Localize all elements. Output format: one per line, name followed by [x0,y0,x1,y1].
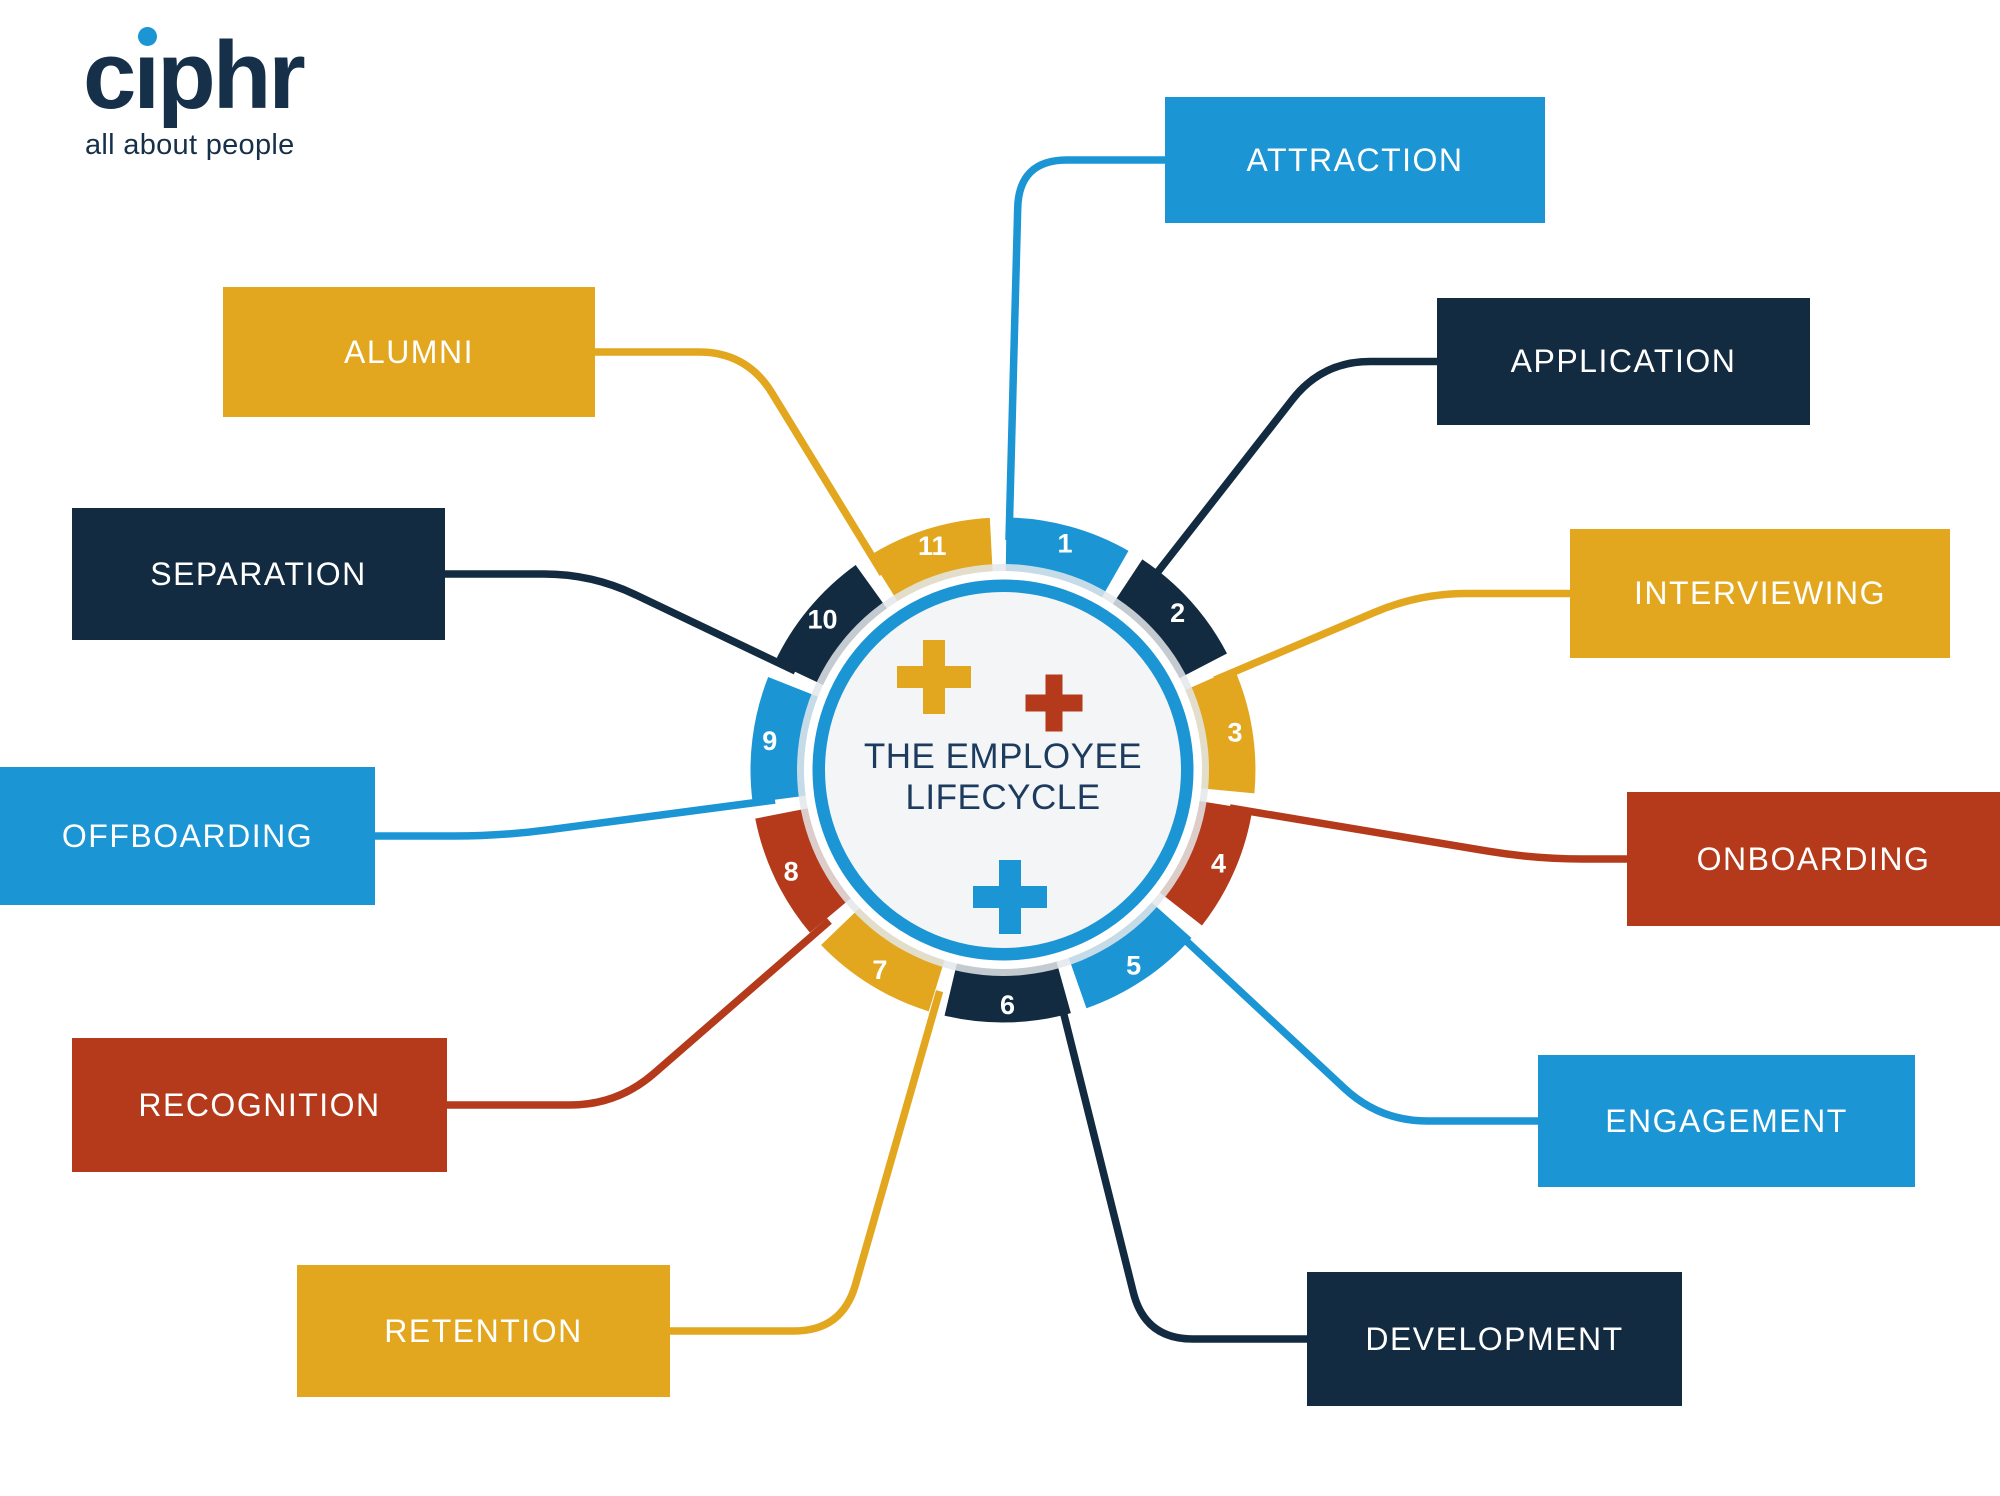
connector-line [1168,924,1538,1125]
connector-line [1005,156,1165,541]
ring-segment [1005,517,1129,601]
ring-segment [1110,559,1227,681]
segment-number: 9 [762,726,777,756]
connector-line [595,348,886,576]
stage-label: ONBOARDING [1696,840,1931,877]
stage-box-application: APPLICATION [1437,298,1810,425]
segment-number: 4 [1211,849,1226,879]
segment-number: 6 [1000,990,1015,1020]
ring-segment [1156,799,1253,926]
stage-label: OFFBOARDING [61,817,314,854]
segment-number: 10 [807,605,837,635]
stage-label: APPLICATION [1510,343,1737,379]
ring-segment [821,905,947,1012]
stage-label: INTERVIEWING [1633,575,1887,611]
connector-line [1141,357,1437,592]
stage-label: SEPARATION [150,555,367,592]
connector-line [1229,804,1627,863]
segment-number: 8 [784,857,799,887]
connector-line [447,918,832,1109]
connector-line [670,990,944,1335]
plus-icon [897,640,971,714]
connector-line [1213,589,1570,684]
logo-tagline: all about people [85,128,295,161]
stage-label: ATTRACTION [1246,141,1464,178]
ring-center-title-line1: THE EMPLOYEE [863,737,1143,776]
ring-segment [750,677,822,803]
logo-wordmark: ciphr [83,25,306,127]
stage-box-attraction: ATTRACTION [1165,97,1545,223]
segment-number: 5 [1126,950,1141,980]
stage-box-separation: SEPARATION [72,508,445,640]
ring-segment [1181,668,1256,794]
stage-box-retention: RETENTION [297,1265,670,1397]
stage-label: ENGAGEMENT [1605,1102,1848,1139]
stage-box-recognition: RECOGNITION [72,1038,447,1172]
ring-segment [869,517,994,605]
ring-blue-circle [812,579,1194,961]
stage-label: ALUMNI [344,333,474,370]
ring-segment [774,564,890,688]
stage-box-engagement: ENGAGEMENT [1538,1055,1915,1187]
ring-segment [1067,899,1192,1009]
connector-line [1054,992,1307,1343]
logo: ciphr all about people [83,25,306,162]
logo-word-text: ciphr [83,22,306,129]
stage-box-onboarding: ONBOARDING [1627,792,2000,926]
plus-icon [973,860,1047,934]
stage-box-interviewing: INTERVIEWING [1570,529,1950,658]
segment-number: 7 [872,955,887,985]
ring-center-title-line2: LIFECYCLE [905,778,1101,818]
connector-line [375,796,776,840]
stage-label: RECOGNITION [138,1086,381,1123]
segment-number: 2 [1170,598,1185,628]
stage-label: RETENTION [384,1312,583,1349]
ring-segment [944,958,1071,1023]
ring-segment [755,807,854,933]
stage-label: DEVELOPMENT [1365,1320,1624,1357]
stage-box-development: DEVELOPMENT [1307,1272,1682,1406]
segment-number: 3 [1227,717,1242,747]
stage-box-alumni: ALUMNI [223,287,595,417]
ring-center-title: THE EMPLOYEE LIFECYCLE [743,736,1263,819]
connector-line [445,570,798,675]
plus-icon [1025,674,1083,732]
segment-number: 11 [918,531,947,561]
segment-number: 1 [1057,528,1072,558]
stage-box-offboarding: OFFBOARDING [0,767,375,905]
logo-i-dot-icon [138,27,157,46]
